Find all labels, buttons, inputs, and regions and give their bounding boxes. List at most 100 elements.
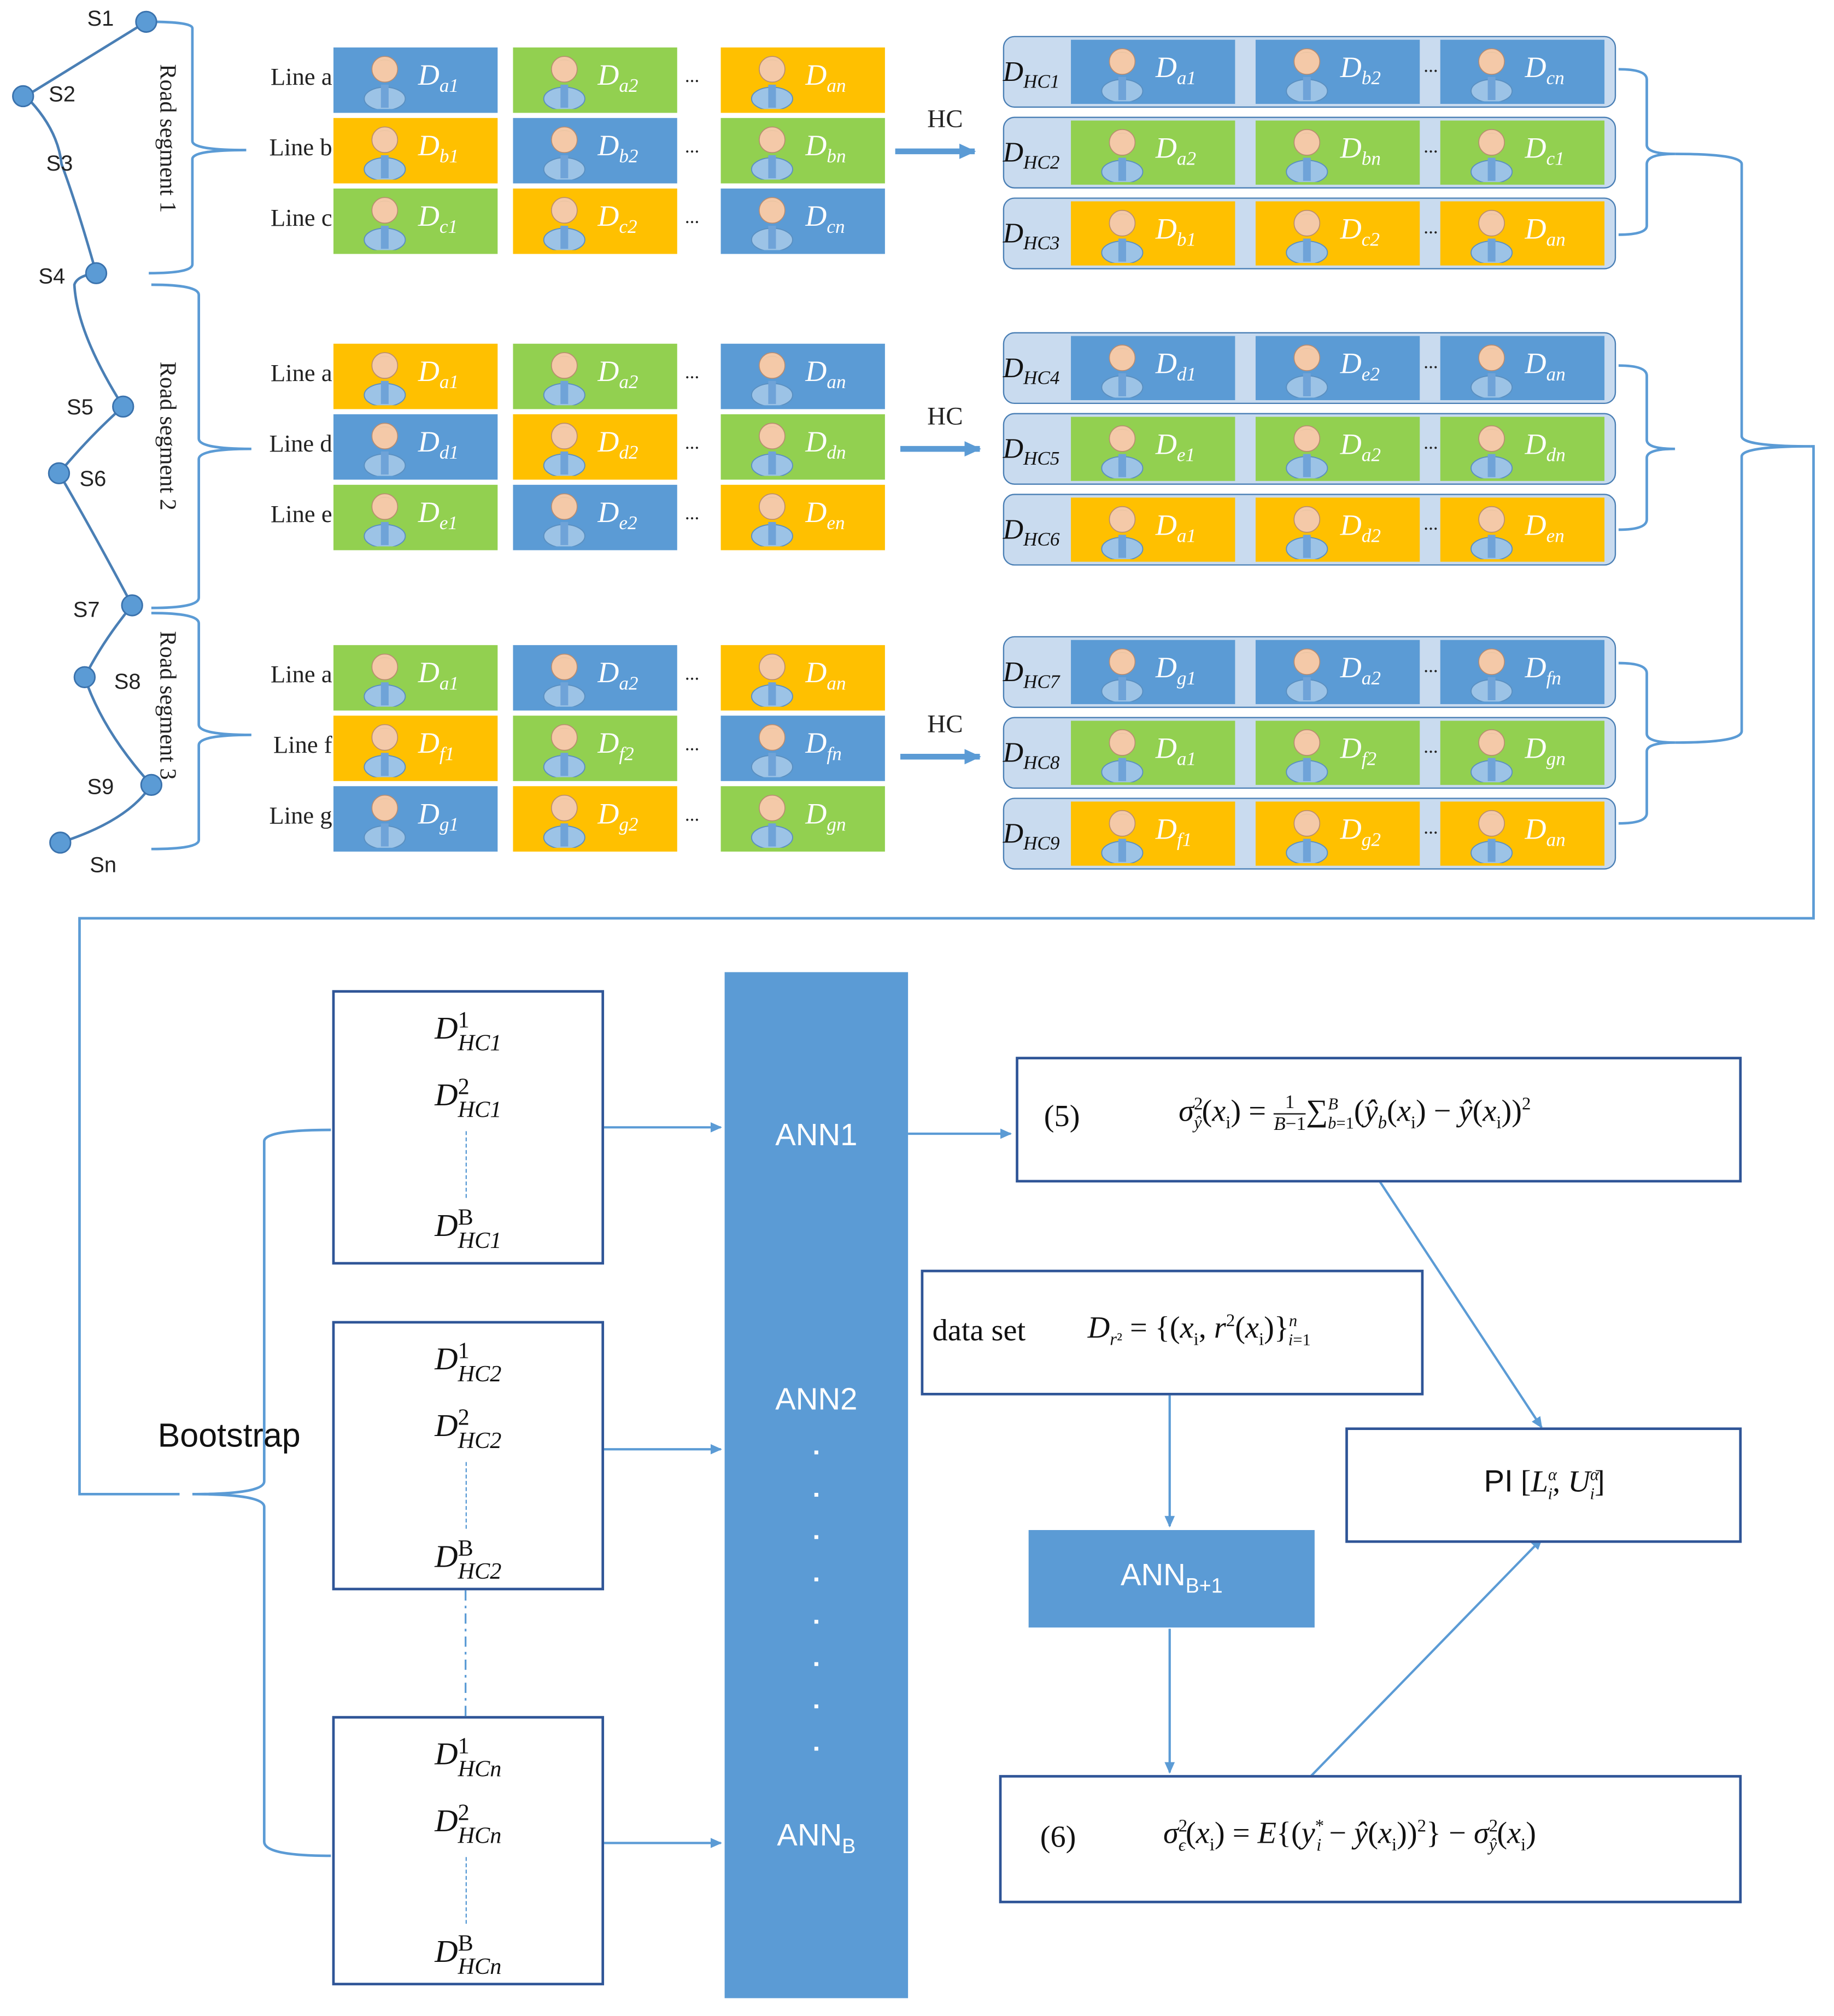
ellipsis: ... — [1423, 353, 1438, 373]
line-label: Line f — [273, 732, 332, 759]
cell-label: Dbn — [805, 129, 846, 168]
ellipsis: ... — [684, 664, 700, 685]
cell-label: De1 — [1155, 428, 1196, 467]
cell-label: Dan — [1525, 213, 1566, 251]
line-cell: Dg1 — [333, 786, 498, 852]
person-icon — [538, 123, 590, 181]
person-icon — [359, 349, 411, 407]
cell-label: Da2 — [1155, 132, 1197, 171]
line-cell: Df1 — [333, 716, 498, 781]
line-cell: Da2 — [513, 47, 677, 113]
stop-dot-s1 — [135, 10, 157, 33]
person-icon — [746, 349, 798, 407]
hc-cell: Dan — [1440, 801, 1605, 866]
person-icon — [359, 650, 411, 709]
stop-label-sn: Sn — [90, 853, 117, 877]
cell-label: Dc1 — [1525, 132, 1565, 171]
person-icon — [538, 650, 590, 709]
person-icon — [1281, 726, 1333, 784]
person-icon — [359, 419, 411, 478]
line-cell: Dc2 — [513, 188, 677, 254]
line-cell: Dgn — [720, 786, 885, 852]
cell-label: Da2 — [597, 355, 638, 394]
hc-cell: Da2 — [1071, 120, 1235, 185]
ellipsis: ... — [684, 362, 700, 384]
person-icon — [359, 792, 411, 850]
person-icon — [1281, 207, 1333, 265]
person-icon — [359, 490, 411, 548]
cell-label: Da2 — [1340, 428, 1381, 467]
ann-b1-label: ANNB+1 — [1120, 1558, 1223, 1598]
line-cell: Dcn — [720, 188, 885, 254]
bootstrap-divider — [465, 1131, 467, 1198]
hc-cell: Dgn — [1440, 720, 1605, 785]
person-icon — [359, 123, 411, 181]
person-icon — [1466, 503, 1517, 561]
cell-label: Dc2 — [597, 200, 637, 238]
line-cell: Da1 — [333, 47, 498, 113]
bootstrap-label: Bootstrap — [157, 1416, 301, 1455]
person-icon — [1466, 341, 1517, 400]
cell-label: Den — [1525, 509, 1565, 547]
hc-row-title: DHC9 — [1003, 817, 1060, 855]
ellipsis: ... — [1423, 737, 1438, 758]
segment-1-bracket — [149, 20, 247, 275]
cell-label: Da1 — [418, 58, 459, 97]
cell-label: Df1 — [418, 727, 455, 765]
hc-cell: Dan — [1440, 201, 1605, 266]
eq6-number: (6) — [1040, 1821, 1076, 1855]
person-icon — [1466, 207, 1517, 265]
cell-label: De1 — [418, 496, 458, 535]
person-icon — [538, 349, 590, 407]
ellipsis: ... — [1423, 514, 1438, 535]
line-cell: Den — [720, 484, 885, 550]
person-icon — [1281, 807, 1333, 865]
person-icon — [538, 419, 590, 478]
cell-label: Ddn — [1525, 428, 1566, 467]
person-icon — [359, 52, 411, 111]
person-icon — [1466, 726, 1517, 784]
stop-label-s9: S9 — [87, 775, 114, 799]
line-label: Line a — [271, 661, 332, 689]
ellipsis: ... — [1423, 56, 1438, 77]
cell-label: Db1 — [1155, 213, 1197, 251]
hc-cell: Ddn — [1440, 417, 1605, 481]
stop-dot-s7 — [121, 594, 143, 617]
line-label: Line a — [271, 360, 332, 388]
person-icon — [538, 52, 590, 111]
pi-box: PI [Lαi, Uαi] — [1345, 1427, 1742, 1543]
hc-cell: Da1 — [1071, 720, 1235, 785]
ellipsis: ... — [1423, 818, 1438, 839]
hc-cell: Db1 — [1071, 201, 1235, 266]
hc-row-title: DHC8 — [1003, 736, 1060, 774]
line-cell: Da1 — [333, 645, 498, 711]
cell-label: Dgn — [805, 798, 846, 836]
line-cell: Dfn — [720, 716, 885, 781]
hc-row-title: DHC1 — [1003, 55, 1060, 93]
person-icon — [538, 194, 590, 252]
line-cell: Db1 — [333, 118, 498, 184]
hc-row-title: DHC3 — [1003, 216, 1060, 255]
cell-label: Dd1 — [1155, 347, 1197, 386]
hc-cell: Da2 — [1255, 417, 1420, 481]
cell-label: Da2 — [1340, 651, 1381, 690]
ellipsis: ... — [684, 805, 700, 826]
stop-label-s5: S5 — [67, 395, 93, 420]
person-icon — [1466, 126, 1517, 184]
eq5-number: (5) — [1044, 1100, 1080, 1134]
segment-3-bracket — [151, 612, 251, 851]
person-icon — [1466, 422, 1517, 480]
ann-column: ANN1 ANN2 ANNB — [724, 972, 909, 1999]
line-cell: Da1 — [333, 343, 498, 409]
person-icon — [1281, 503, 1333, 561]
ann-dot — [814, 1620, 818, 1624]
